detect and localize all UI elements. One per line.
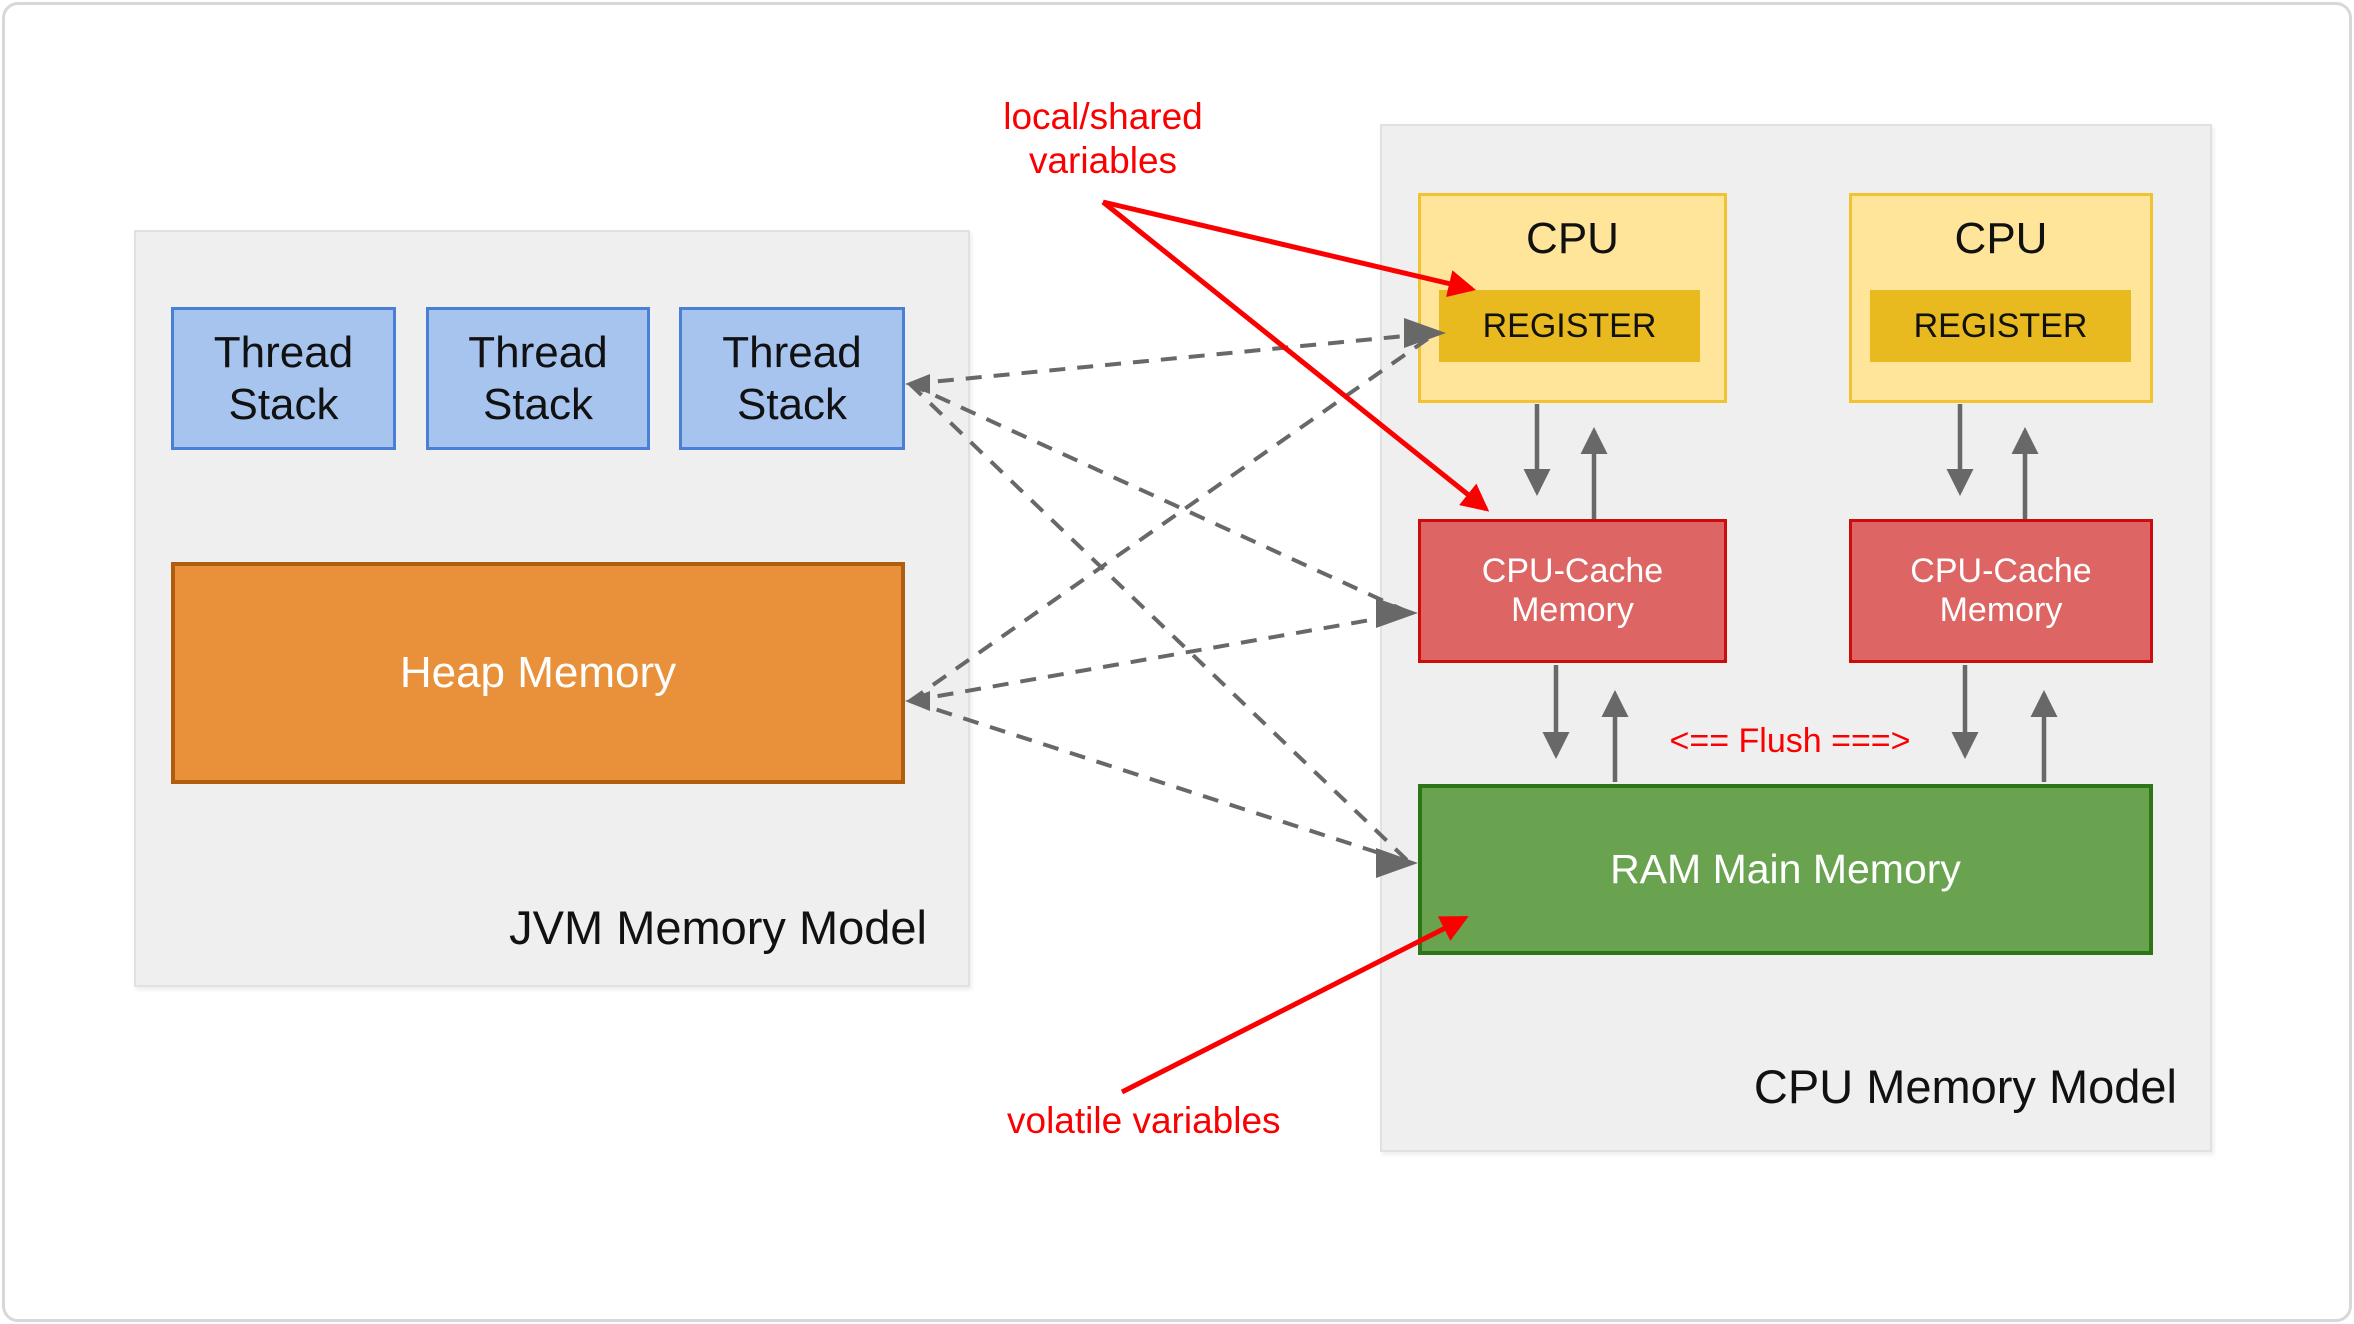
heap-memory-box: Heap Memory — [171, 562, 905, 784]
thread-stack-box-1: Thread Stack — [171, 307, 396, 450]
register-box-2: REGISTER — [1870, 290, 2131, 362]
ram-main-memory-box: RAM Main Memory — [1418, 784, 2153, 955]
cpu-cache-memory-box-2: CPU-Cache Memory — [1849, 519, 2153, 663]
volatile-variables-label: volatile variables — [1007, 1100, 1281, 1141]
thread-stack-box-3: Thread Stack — [679, 307, 905, 450]
register-box-1: REGISTER — [1439, 290, 1700, 362]
local-shared-variables-label: local/shared variables — [1003, 96, 1203, 181]
flush-label: <== Flush ===> — [1669, 722, 1911, 760]
thread-stack-box-2: Thread Stack — [426, 307, 650, 450]
cpu-cache-memory-box-1: CPU-Cache Memory — [1418, 519, 1727, 663]
